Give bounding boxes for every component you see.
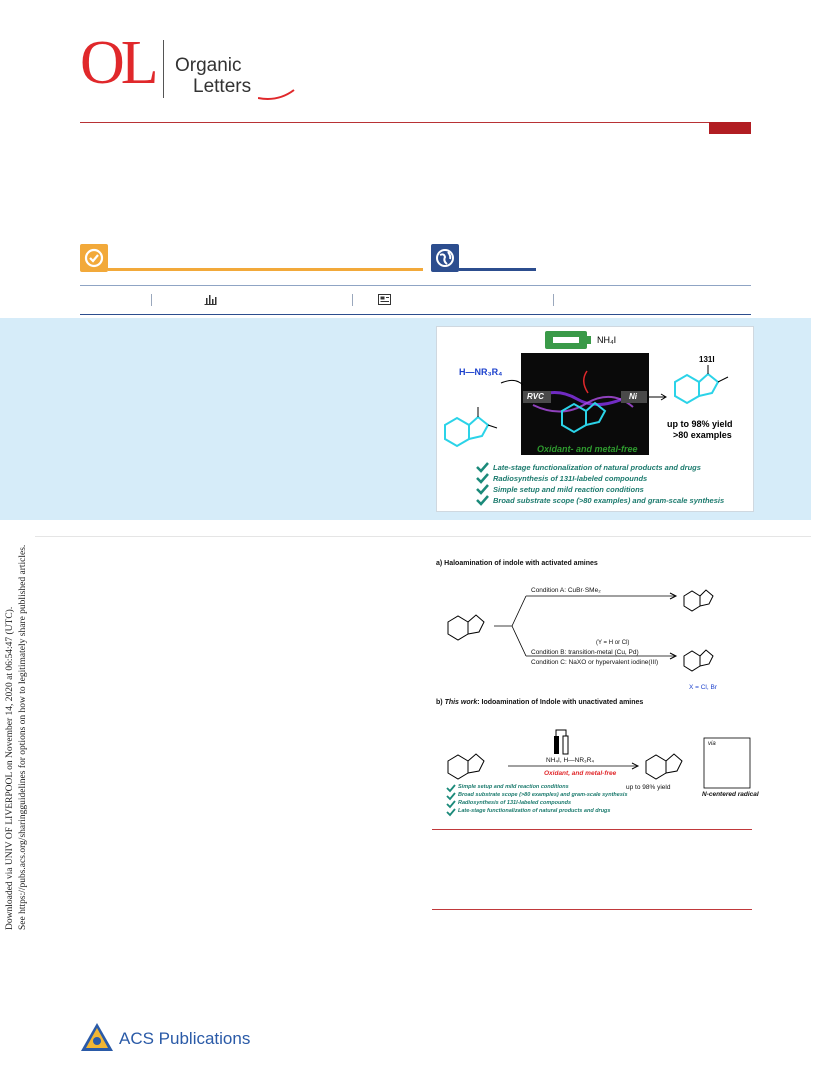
toc-ammonium-label: NH₄I [597,335,617,345]
toc-bullet: Radiosynthesis of 131I-labeled compounds [493,474,648,483]
check-icon [476,462,489,473]
scheme-bullet: Broad substrate scope (>80 examples) and… [458,792,628,798]
check-icon [446,800,456,809]
metrics-separator [151,294,152,306]
download-notice: Downloaded via UNIV OF LIVERPOOL on Nove… [4,330,36,930]
condition-a: Condition A: CuBr·SMe₂ [531,587,601,594]
scheme-yield: up to 98% yield [626,784,671,791]
check-icon [446,784,456,793]
journal-logo-mark[interactable]: OL [80,29,159,97]
toc-iodine-label: 131I [699,355,715,364]
open-access-underline [108,268,423,271]
cathode-icon [562,735,569,755]
logo-swoosh-icon [258,89,295,100]
toc-rvc-label: RVC [527,392,544,401]
journal-name-line1: Organic [175,55,242,76]
scheme-drawing [446,589,751,817]
condition-c: Condition C: NaXO or hypervalent iodine(… [531,659,659,666]
radical-box [703,737,751,789]
metrics-top-rule [80,285,751,286]
check-icon [476,484,489,495]
scheme-bullet: Simple setup and mild reaction condition… [458,784,569,790]
part-b-rest: : Iodoamination of Indole with unactivat… [477,699,644,706]
check-icon [476,473,489,484]
toc-amine-label: H—NR₃R₄ [459,367,503,377]
footnote-rule [432,909,752,910]
scheme-bullet: Late-stage functionalization of natural … [458,808,611,814]
header-tab [709,122,751,134]
download-notice-line2[interactable]: See https://pubs.acs.org/sharingguidelin… [18,544,28,930]
part-b-italic: This work [444,699,478,706]
globe-icon [436,249,454,267]
globe-underline [459,268,536,271]
check-icon [476,495,489,506]
y-note: (Y = H or Cl) [596,640,630,646]
check-icon [446,792,456,801]
toc-graphic-drawing [444,331,729,506]
part-b-prefix: b) [436,699,445,706]
open-access-badge[interactable] [80,244,108,272]
metrics-bottom-rule [80,314,751,315]
scheme-reagents: NH₄I, H—NR₃R₄ [546,757,595,764]
journal-name-line2: Letters [193,76,252,97]
anode-icon [554,736,559,754]
scheme-caption-rule [432,829,752,830]
globe-badge[interactable] [431,244,459,272]
toc-ni-label: Ni [629,392,637,401]
article-recommendations-icon[interactable] [378,294,391,305]
toc-caption: Oxidant- and metal-free [537,444,638,454]
publisher-name[interactable]: ACS Publications [119,1029,251,1048]
radical-label: N-centered radical [702,791,759,798]
header-rule [80,122,751,123]
download-notice-line1: Downloaded via UNIV OF LIVERPOOL on Nove… [5,606,15,930]
intro-divider [35,536,811,537]
acs-logo-icon[interactable] [80,1022,114,1052]
check-icon [446,808,456,817]
x-note: X = Cl, Br [689,684,717,691]
via-label: via [708,741,716,747]
scheme-figure: a) Haloamination of indole with activate… [436,560,759,825]
scheme-part-b-title: b) This work: Iodoamination of Indole wi… [436,699,643,706]
metrics-separator [553,294,554,306]
toc-bullet: Late-stage functionalization of natural … [493,463,701,472]
checkmark-icon [84,248,104,268]
metrics-chart-icon[interactable] [204,294,217,305]
logo-divider [163,40,164,98]
toc-bullet: Simple setup and mild reaction condition… [493,485,644,494]
scheme-part-a-title: a) Haloamination of indole with activate… [436,560,598,567]
rvc-electrode [523,391,551,403]
scheme-bullet: Radiosynthesis of 131I-labeled compounds [458,800,572,806]
metrics-separator [352,294,353,306]
condition-b: Condition B: transition-metal (Cu, Pd) [531,649,639,656]
toc-bullet: Broad substrate scope (>80 examples) and… [493,496,725,505]
toc-examples: >80 examples [673,430,732,440]
toc-graphic: NH₄I H—NR₃R₄ RVC Ni 131I up to 98% yield… [436,326,754,512]
toc-yield: up to 98% yield [667,419,733,429]
ni-electrode [621,391,647,403]
scheme-conditions: Oxidant, and metal-free [544,770,617,777]
